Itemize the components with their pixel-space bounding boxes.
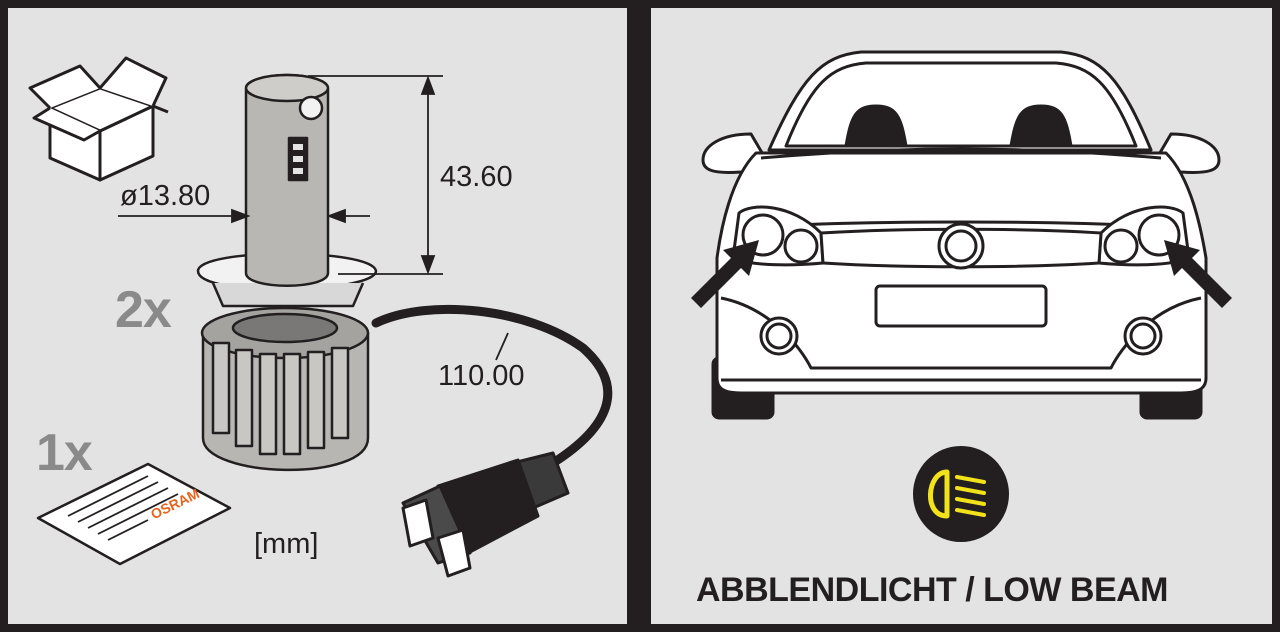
arrow-right bbox=[1164, 240, 1232, 308]
instruction-leaflet bbox=[36, 462, 232, 566]
dimension-lines bbox=[118, 75, 509, 361]
led-heatsink bbox=[200, 306, 370, 472]
box-icon bbox=[28, 56, 169, 182]
unit-label: [mm] bbox=[254, 528, 319, 560]
arrow-left bbox=[691, 240, 759, 308]
bulb-diameter-label: ø13.80 bbox=[120, 180, 211, 212]
car-illustration bbox=[691, 50, 1232, 542]
low-beam-icon bbox=[913, 446, 1009, 542]
bulb-height-label: 43.60 bbox=[440, 161, 513, 193]
contents-illustration bbox=[28, 56, 613, 578]
led-bulb bbox=[244, 73, 330, 287]
application-panel: ABBLENDLICHT / LOW BEAM bbox=[651, 8, 1272, 624]
leaflet-quantity: 1x bbox=[36, 424, 93, 482]
car-front bbox=[701, 50, 1221, 420]
cable-length-label: 110.00 bbox=[438, 360, 525, 392]
beam-type-caption: ABBLENDLICHT / LOW BEAM bbox=[696, 571, 1169, 609]
bulb-quantity: 2x bbox=[115, 281, 172, 339]
bulb-cable bbox=[371, 304, 613, 468]
h7-plug bbox=[401, 451, 570, 578]
contents-panel: ø13.80 43.60 110.00 2x 1x OSRAM [mm] bbox=[8, 8, 627, 624]
